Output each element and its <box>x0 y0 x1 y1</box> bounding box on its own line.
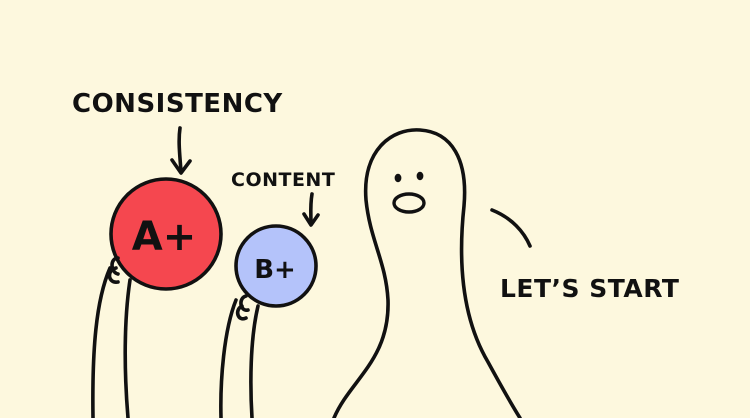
creature-arm <box>490 208 532 248</box>
arrow-down-small-icon <box>302 192 320 227</box>
consistency-label: CONSISTENCY <box>72 89 283 119</box>
left-arm <box>91 266 132 418</box>
arrow-down-icon <box>170 126 192 175</box>
middle-hand <box>235 294 250 321</box>
blue-grade-ball: B+ <box>234 224 318 308</box>
grade-b-plus: B+ <box>254 255 296 285</box>
content-label: CONTENT <box>231 169 335 191</box>
left-eye <box>394 173 402 183</box>
mouth <box>392 192 426 214</box>
middle-arm <box>219 298 260 418</box>
creature <box>332 128 532 418</box>
right-eye <box>416 171 424 181</box>
left-hand <box>107 256 120 284</box>
grade-a-plus: A+ <box>132 214 196 260</box>
lets-start-label: LET’S START <box>500 274 679 303</box>
red-grade-ball: A+ <box>109 177 223 291</box>
